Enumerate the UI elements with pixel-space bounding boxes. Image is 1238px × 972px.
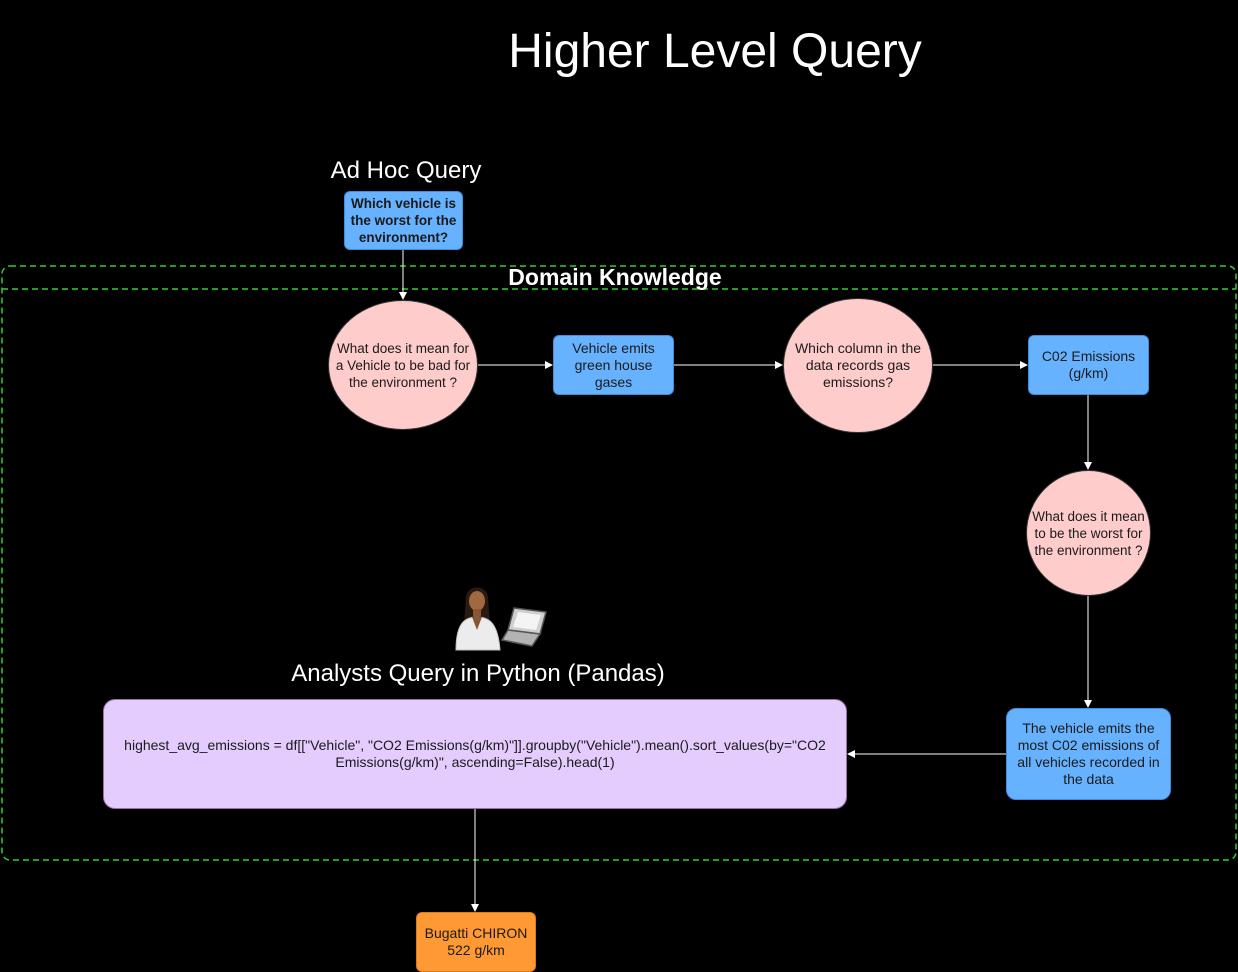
emits-gases-text: Vehicle emits green house gases: [572, 339, 655, 390]
which-column-text: Which column in the data records gas emi…: [794, 340, 922, 390]
adhoc-question-text: Which vehicle is the worst for the envir…: [350, 196, 457, 245]
pandas-query-node[interactable]: highest_avg_emissions = df[["Vehicle", "…: [103, 699, 847, 809]
co2-column-node[interactable]: C02 Emissions (g/km): [1028, 335, 1149, 395]
analyst-with-laptop-icon: [455, 587, 547, 651]
analyst-heading: Analysts Query in Python (Pandas): [291, 660, 665, 687]
adhoc-heading: Ad Hoc Query: [330, 157, 482, 184]
result-vehicle-name: Bugatti CHIRON: [424, 925, 528, 941]
worst-meaning-node[interactable]: What does it mean to be the worst for th…: [1026, 470, 1151, 596]
adhoc-question-node[interactable]: Which vehicle is the worst for the envir…: [344, 191, 463, 250]
bad-for-environment-text: What does it mean for a Vehicle to be ba…: [335, 340, 471, 390]
pandas-query-code: highest_avg_emissions = df[["Vehicle", "…: [124, 737, 826, 770]
worst-meaning-text: What does it mean to be the worst for th…: [1032, 508, 1145, 558]
most-emissions-node[interactable]: The vehicle emits the most C02 emissions…: [1006, 708, 1171, 800]
co2-column-text: C02 Emissions (g/km): [1041, 348, 1136, 381]
result-node[interactable]: Bugatti CHIRON 522 g/km: [416, 912, 536, 972]
result-emission-value: 522 g/km: [447, 942, 505, 958]
bad-for-environment-node[interactable]: What does it mean for a Vehicle to be ba…: [328, 300, 478, 430]
which-column-node[interactable]: Which column in the data records gas emi…: [783, 298, 933, 433]
diagram-title: Higher Level Query: [508, 25, 922, 78]
most-emissions-text: The vehicle emits the most C02 emissions…: [1017, 720, 1160, 787]
domain-knowledge-label: Domain Knowledge: [508, 264, 722, 290]
emits-gases-node[interactable]: Vehicle emits green house gases: [553, 335, 674, 395]
